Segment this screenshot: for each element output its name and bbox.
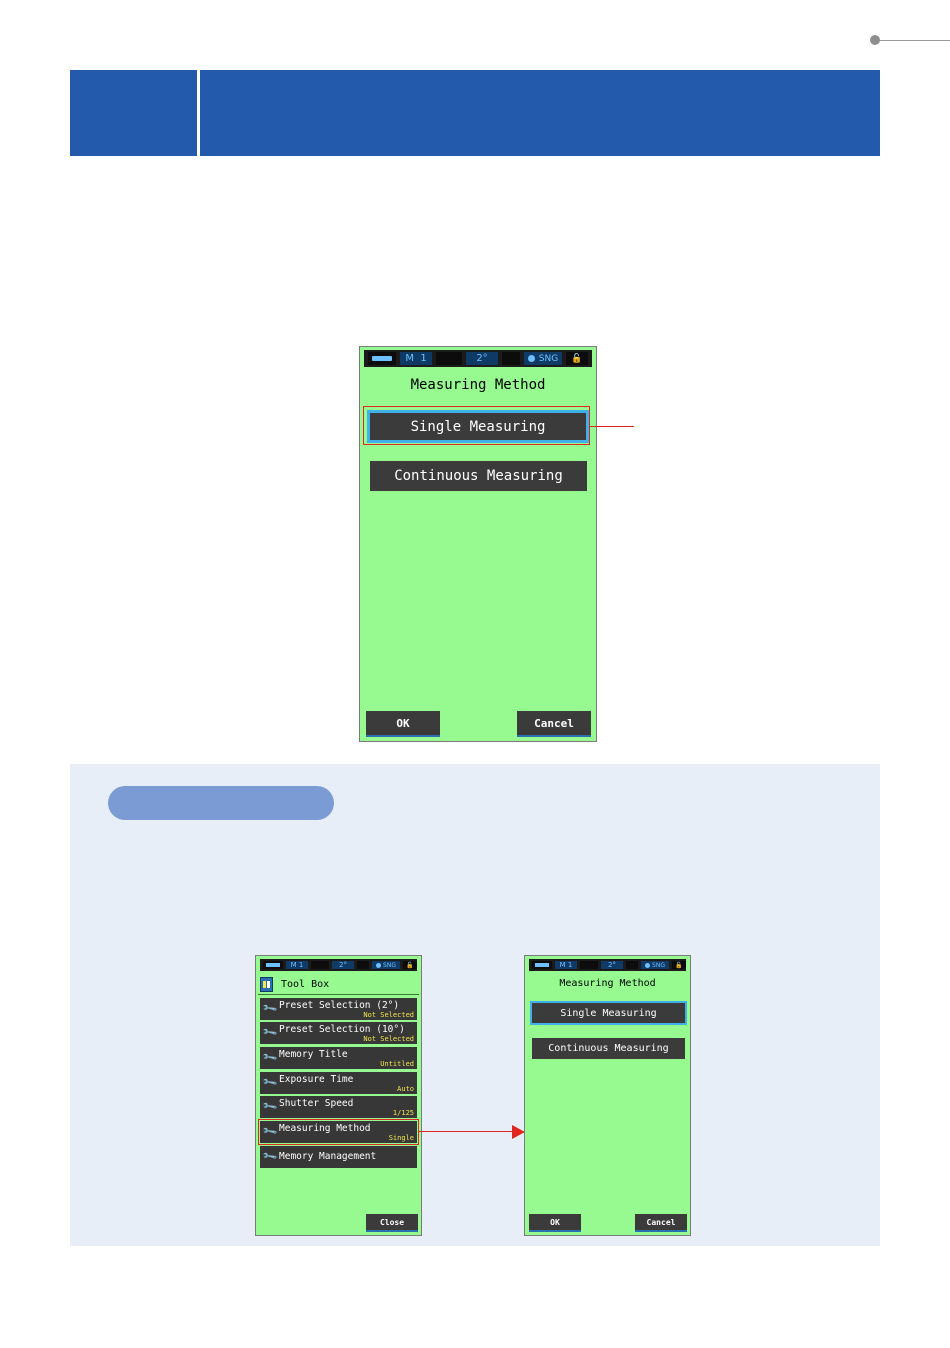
lock-icon: 🔓 — [566, 352, 588, 365]
cancel-button[interactable]: Cancel — [517, 711, 591, 737]
section-header-divider — [197, 70, 200, 156]
small-ok-button[interactable]: OK — [529, 1214, 581, 1232]
toolbox-item-shutter-speed[interactable]: 🔧 Shutter Speed 1/125 — [260, 1096, 417, 1118]
toolbox-item-measuring-method[interactable]: 🔧 Measuring Method Single — [260, 1121, 417, 1143]
small-memory-label: M — [559, 961, 566, 969]
mode-dot-icon — [527, 355, 535, 362]
single-measuring-button[interactable]: Single Measuring — [367, 410, 589, 443]
measuring-method-callout-box — [258, 1119, 419, 1145]
item-label: Preset Selection (10°) — [279, 1024, 405, 1035]
small-memory-indicator: M 1 — [555, 961, 577, 969]
angle-indicator: 2° — [466, 352, 498, 365]
arrow-head-icon — [512, 1125, 525, 1139]
tips-heading-pill — [108, 786, 334, 820]
wrench-icon: 🔧 — [261, 1148, 279, 1166]
toolbox-status-blank-2 — [357, 961, 369, 969]
ok-button[interactable]: OK — [366, 711, 440, 737]
status-blank-2 — [502, 352, 520, 365]
toolbox-item-preset-2deg[interactable]: 🔧 Preset Selection (2°) Not Selected — [260, 998, 417, 1020]
callout-line — [590, 426, 634, 427]
page-marker-line — [876, 40, 950, 41]
mode-indicator: SNG — [524, 352, 562, 365]
item-label: Measuring Method — [279, 1123, 371, 1134]
status-blank-1 — [436, 352, 462, 365]
item-label: Exposure Time — [279, 1074, 354, 1085]
toolbox-title: Tool Box — [281, 978, 330, 990]
item-value: Single — [388, 1134, 414, 1142]
continuous-measuring-button[interactable]: Continuous Measuring — [370, 461, 587, 491]
tool-box-screen: M 1 2° SNG 🔓 Tool Box 🔧 Preset Selection… — [255, 955, 422, 1236]
small-measuring-method-screen: M 1 2° SNG 🔓 Measuring Method Single Mea… — [524, 955, 691, 1236]
small-battery-icon — [532, 961, 552, 969]
wrench-icon: 🔧 — [261, 1000, 279, 1018]
toolbox-item-preset-10deg[interactable]: 🔧 Preset Selection (10°) Not Selected — [260, 1022, 417, 1044]
small-angle-indicator: 2° — [601, 961, 623, 969]
toolbox-angle-indicator: 2° — [332, 961, 354, 969]
screen-title: Measuring Method — [410, 377, 546, 393]
small-status-blank-2 — [626, 961, 638, 969]
toolbox-lock-icon: 🔓 — [403, 961, 417, 969]
close-button[interactable]: Close — [366, 1214, 418, 1232]
small-single-measuring-button[interactable]: Single Measuring — [530, 1001, 687, 1025]
toolbox-item-memory-title[interactable]: 🔧 Memory Title Untitled — [260, 1047, 417, 1069]
item-label: Preset Selection (2°) — [279, 1000, 400, 1011]
toolbox-mode-label: SNG — [383, 961, 396, 969]
item-value: 1/125 — [392, 1109, 414, 1117]
toolbox-icon — [260, 976, 273, 992]
status-bar: M 1 2° SNG 🔓 — [364, 350, 592, 367]
small-status-bar: M 1 2° SNG 🔓 — [529, 959, 686, 971]
small-screen-title: Measuring Method — [559, 978, 656, 989]
toolbox-mode-indicator: SNG — [372, 961, 400, 969]
small-mode-indicator: SNG — [641, 961, 669, 969]
toolbox-status-blank-1 — [311, 961, 329, 969]
item-value: Not Selected — [363, 1011, 414, 1019]
item-value: Auto — [397, 1085, 414, 1093]
memory-label: M — [405, 353, 414, 364]
toolbox-status-bar: M 1 2° SNG 🔓 — [260, 959, 417, 971]
wrench-icon: 🔧 — [261, 1098, 279, 1116]
arrow-shaft — [419, 1131, 514, 1132]
wrench-icon: 🔧 — [261, 1074, 279, 1092]
toolbox-item-memory-management[interactable]: 🔧 Memory Management — [260, 1146, 417, 1168]
small-memory-number: 1 — [567, 961, 573, 969]
battery-icon — [368, 352, 396, 365]
small-continuous-measuring-button[interactable]: Continuous Measuring — [532, 1038, 685, 1059]
toolbox-item-exposure-time[interactable]: 🔧 Exposure Time Auto — [260, 1072, 417, 1094]
tips-panel — [70, 764, 880, 1246]
item-value: Not Selected — [363, 1035, 414, 1043]
wrench-icon: 🔧 — [261, 1049, 279, 1067]
small-cancel-button[interactable]: Cancel — [635, 1214, 687, 1232]
small-status-blank-1 — [580, 961, 598, 969]
small-lock-icon: 🔓 — [672, 961, 686, 969]
toolbox-memory-indicator: M 1 — [286, 961, 308, 969]
item-label: Memory Title — [279, 1049, 348, 1060]
toolbox-title-divider — [258, 994, 419, 995]
measuring-method-screen: M 1 2° SNG 🔓 Measuring Method Single Mea… — [359, 346, 597, 742]
toolbox-memory-label: M — [290, 961, 297, 969]
toolbox-battery-icon — [263, 961, 283, 969]
toolbox-memory-number: 1 — [298, 961, 304, 969]
small-mode-label: SNG — [652, 961, 665, 969]
single-measuring-callout-box — [363, 406, 590, 445]
small-mode-dot-icon — [645, 962, 651, 968]
page-marker-dot — [870, 35, 880, 45]
memory-number: 1 — [420, 353, 427, 364]
mode-label: SNG — [538, 353, 559, 364]
item-label: Memory Management — [279, 1151, 377, 1162]
item-value: Untitled — [380, 1060, 414, 1068]
section-header-bar — [70, 70, 880, 156]
toolbox-mode-dot-icon — [376, 962, 382, 968]
wrench-icon: 🔧 — [261, 1024, 279, 1042]
item-label: Shutter Speed — [279, 1098, 354, 1109]
toolbox-title-row: Tool Box — [260, 976, 417, 992]
memory-indicator: M 1 — [400, 352, 432, 365]
